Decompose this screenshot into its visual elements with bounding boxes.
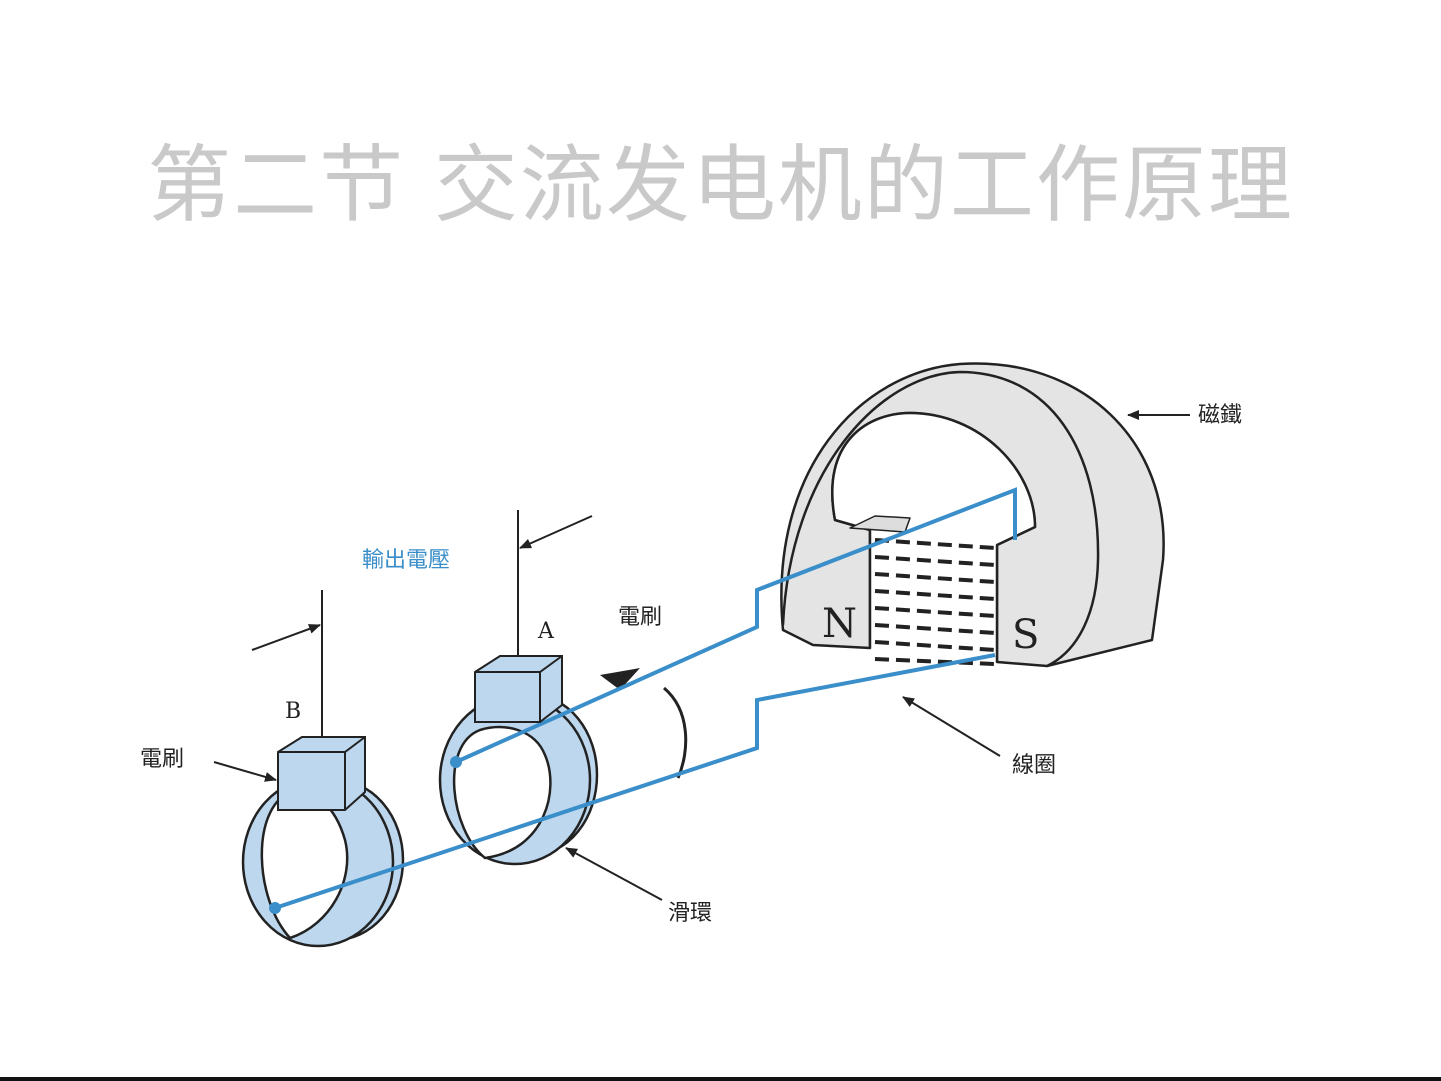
- rotation-arrow-head: [600, 668, 640, 690]
- output-voltage-label: 輸出電壓: [362, 548, 450, 573]
- coil-label: 線圈: [1012, 753, 1056, 778]
- slip-ring-a: [438, 693, 599, 866]
- pointer-arrows: [213, 410, 1190, 901]
- terminal-a-label: A: [537, 619, 555, 644]
- rotation-arrow: [663, 686, 688, 779]
- south-pole-label: S: [1012, 612, 1039, 658]
- brush-b: [277, 736, 366, 811]
- slide-title: 第二节 交流发电机的工作原理: [147, 136, 1294, 234]
- bottom-border: [0, 1077, 1441, 1081]
- slip-ring-label: 滑環: [668, 901, 712, 926]
- brush-b-label: 電刷: [140, 747, 184, 772]
- brush-a: [474, 655, 563, 723]
- north-pole-label: N: [822, 601, 857, 647]
- coil-wire: [274, 487, 1017, 910]
- terminal-b-label: B: [285, 699, 301, 724]
- brush-a-label: 電刷: [618, 605, 662, 630]
- magnet-front-face-edge: [781, 370, 1100, 668]
- magnet-label: 磁鐵: [1198, 403, 1242, 428]
